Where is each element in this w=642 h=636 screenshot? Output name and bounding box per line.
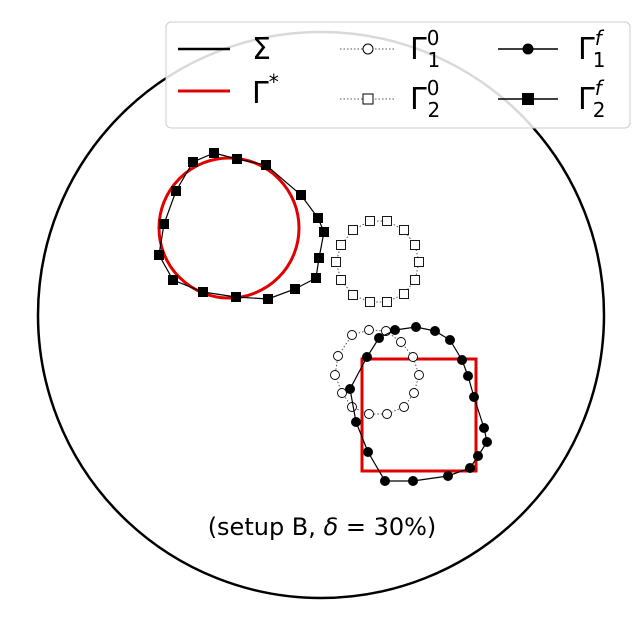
gamma2-final-marker: [263, 294, 273, 304]
gamma1-final-markers: [345, 322, 492, 486]
gamma2-final-marker: [311, 273, 321, 283]
gamma1-final-marker: [473, 451, 483, 461]
gamma1-final-marker: [443, 471, 453, 481]
gamma2-initial-markers: [331, 216, 424, 307]
caption-delta: δ: [324, 513, 339, 541]
gamma1-initial-marker: [414, 370, 424, 380]
gamma1-final-marker: [445, 335, 455, 345]
caption-prefix: (setup B,: [208, 513, 324, 541]
gamma2-final-marker: [171, 186, 181, 196]
gamma2-final-marker: [168, 275, 178, 285]
gamma2-final-group: [154, 148, 329, 304]
gamma1-initial-marker: [330, 370, 340, 380]
gamma2-final-markers: [154, 148, 329, 304]
figure-caption: (setup B, δ = 30%): [208, 513, 437, 541]
gamma2-initial-marker: [336, 240, 346, 250]
gamma1-initial-marker: [364, 409, 374, 419]
gamma2-initial-marker: [365, 216, 375, 226]
gamma1-final-curve: [349, 326, 488, 482]
legend-g1-init-marker: [362, 43, 374, 55]
legend-g2-init-marker: [362, 93, 374, 105]
gamma2-initial-marker: [348, 290, 358, 300]
legend-g1-final-marker: [522, 43, 534, 55]
legend-gstar-label: Γ*: [252, 70, 279, 111]
gamma2-final-marker: [296, 190, 306, 200]
gamma1-final-marker: [380, 476, 390, 486]
gamma2-final-marker: [313, 213, 323, 223]
gamma1-initial-marker: [396, 337, 406, 347]
gamma2-final-curve: [158, 152, 325, 300]
gamma2-final-marker: [198, 287, 208, 297]
gamma2-initial-marker: [382, 297, 392, 307]
gamma1-final-marker: [457, 355, 467, 365]
gamma2-final-marker: [314, 253, 324, 263]
gamma1-final-marker: [362, 352, 372, 362]
gamma2-initial-marker: [348, 225, 358, 235]
gamma2-initial-marker: [410, 275, 420, 285]
gamma1-initial-marker: [399, 402, 409, 412]
gamma1-initial-marker: [382, 409, 392, 419]
gamma2-final-marker: [290, 284, 300, 294]
gamma1-initial-marker: [347, 330, 357, 340]
target-circle: [157, 156, 301, 300]
gamma1-final-marker: [408, 476, 418, 486]
gamma1-initial-marker: [333, 351, 343, 361]
gamma2-final-marker: [188, 157, 198, 167]
gamma1-final-marker: [465, 463, 475, 473]
gamma2-initial-marker: [399, 225, 409, 235]
gamma2-initial-marker: [414, 257, 424, 267]
gamma1-initial-marker: [347, 402, 357, 412]
target-square: [360, 357, 478, 473]
gamma2-final-marker: [209, 148, 219, 158]
gamma1-final-marker: [463, 371, 473, 381]
gamma1-initial-marker: [408, 352, 418, 362]
gamma2-final-marker: [231, 292, 241, 302]
gamma1-final-marker: [430, 326, 440, 336]
gamma1-initial-marker: [364, 325, 374, 335]
caption-suffix: = 30%): [338, 513, 436, 541]
gamma2-final-marker: [154, 250, 164, 260]
gamma2-initial-marker: [410, 240, 420, 250]
gamma1-final-group: [345, 322, 492, 486]
gamma2-final-marker: [261, 160, 271, 170]
gamma1-final-marker: [363, 447, 373, 457]
gamma2-initial-marker: [399, 289, 409, 299]
gamma2-final-marker: [159, 219, 169, 229]
gamma1-initial-curve: [334, 329, 420, 415]
legend-g2-final-marker: [522, 93, 534, 105]
gamma2-initial-marker: [331, 257, 341, 267]
gamma2-initial-group: [331, 216, 424, 307]
gamma1-final-marker: [374, 333, 384, 343]
gamma1-final-marker: [345, 384, 355, 394]
gamma2-final-marker: [319, 227, 329, 237]
gamma2-initial-marker: [382, 216, 392, 226]
gamma1-final-marker: [482, 437, 492, 447]
legend-box: [165, 21, 631, 129]
legend-sigma-label: Σ: [252, 32, 271, 67]
gamma1-final-marker: [390, 325, 400, 335]
gamma1-final-marker: [351, 417, 361, 427]
gamma1-initial-marker: [409, 388, 419, 398]
gamma1-final-marker: [469, 392, 479, 402]
gamma2-final-marker: [232, 154, 242, 164]
gamma2-initial-marker: [336, 275, 346, 285]
gamma1-final-marker: [411, 322, 421, 332]
gamma1-final-marker: [479, 423, 489, 433]
gamma2-initial-marker: [365, 297, 375, 307]
gamma1-initial-marker: [337, 388, 347, 398]
